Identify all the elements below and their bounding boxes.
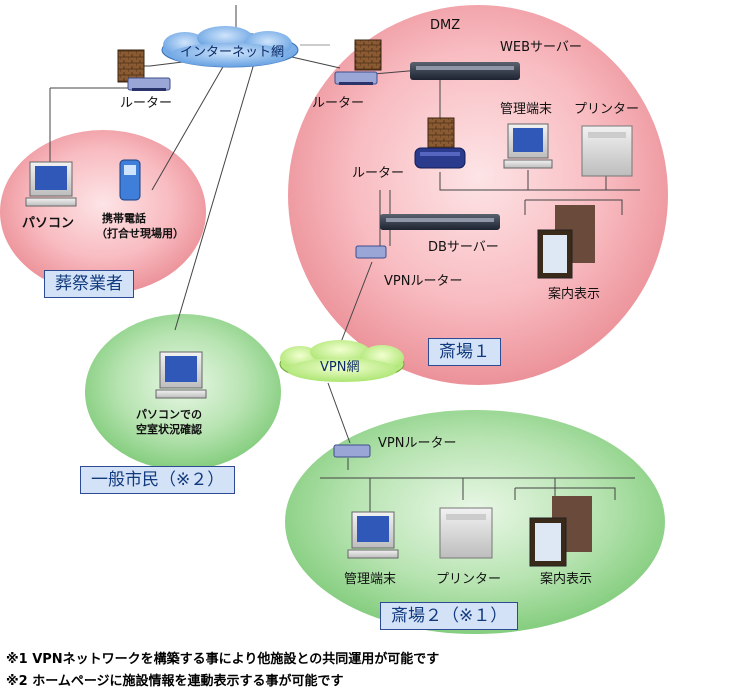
vpn-router-2-label: VPNルーター (378, 436, 457, 451)
router-top-label: ルーター (312, 96, 365, 111)
vpn-router-icon (333, 444, 371, 458)
printer-2-label: プリンター (436, 572, 502, 587)
dmz-label: DMZ (430, 18, 461, 33)
vpn-cloud-icon (279, 340, 405, 382)
mobile-sub-label: （打合せ現場用） (96, 227, 184, 240)
firewall-icon (427, 117, 455, 153)
vpn-router-label: VPNルーター (384, 274, 463, 289)
db-server-icon (380, 214, 500, 230)
vpn-router-icon (355, 245, 387, 259)
funeral-router-label: ルーター (120, 96, 173, 111)
web-server-label: WEBサーバー (500, 40, 582, 55)
router-icon (127, 77, 171, 91)
firewall-icon (117, 49, 145, 83)
crematorium1-zone (288, 5, 668, 385)
internet-cloud-icon (161, 26, 299, 68)
pc-icon (155, 351, 207, 399)
mobile-label: 携帯電話 (102, 212, 146, 225)
footnote-2: ※2 ホームページに施設情報を連動表示する事が可能です (6, 674, 344, 689)
citizen-tag: 一般市民（※２） (80, 466, 236, 494)
terminal-2-label: 管理端末 (344, 572, 397, 587)
terminal-label: 管理端末 (500, 102, 553, 117)
pc-icon (503, 123, 553, 169)
funeral-company-tag: 葬祭業者 (44, 270, 134, 298)
display-2-label: 案内表示 (540, 572, 593, 587)
mobile-phone-icon (119, 159, 141, 201)
citizen-pc-label-1: パソコンでの (136, 408, 202, 421)
printer-label: プリンター (574, 102, 640, 117)
router-icon (414, 147, 466, 169)
router-icon (334, 71, 378, 85)
pc-icon (347, 511, 399, 559)
footnote-1: ※1 VPNネットワークを構築する事により他施設との共同運用が可能です (6, 652, 440, 667)
crematorium1-tag: 斎場１ (428, 338, 501, 366)
printer-icon (439, 507, 493, 559)
pc-icon (25, 161, 77, 207)
display-board-icon (537, 205, 595, 279)
citizen-pc-label-2: 空室状況確認 (136, 423, 202, 436)
funeral-pc-label: パソコン (22, 216, 75, 231)
db-server-label: DBサーバー (428, 240, 499, 255)
web-server-icon (410, 62, 520, 80)
firewall-icon (354, 39, 382, 71)
display-board-icon (529, 496, 592, 567)
vpn-network-label: VPN網 (320, 360, 360, 375)
router-inner-label: ルーター (352, 166, 405, 181)
printer-icon (581, 125, 633, 177)
crematorium2-tag: 斎場２（※１） (380, 602, 519, 630)
display-label: 案内表示 (548, 287, 601, 302)
internet-network-label: インターネット網 (180, 45, 285, 60)
